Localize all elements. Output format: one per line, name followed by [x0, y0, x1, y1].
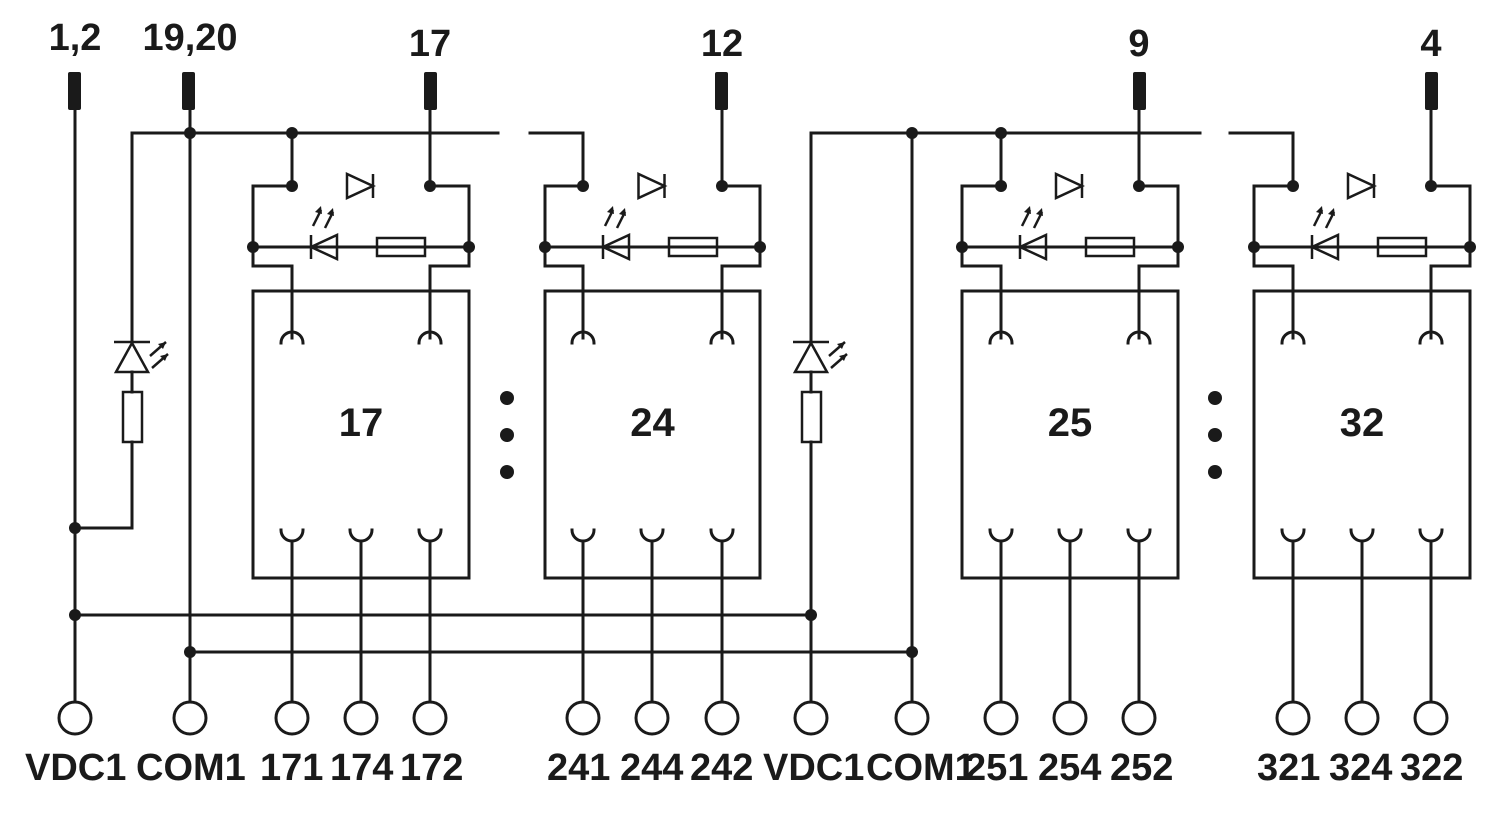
terminal-screw: [565, 700, 601, 736]
resistor: [667, 236, 719, 258]
resistor-middle: [800, 390, 823, 444]
terminal-label-244: 244: [620, 747, 683, 789]
resistor: [1376, 236, 1428, 258]
top-connectors: [68, 72, 1438, 110]
plug-connector-12: [715, 72, 728, 110]
terminal-label-324: 324: [1329, 747, 1392, 789]
ellipsis-left: [500, 391, 514, 479]
terminal-label-vdc1-middle: VDC1: [763, 747, 864, 789]
terminal-screw: [1344, 700, 1380, 736]
terminal-label-242: 242: [690, 747, 753, 789]
relay-number: 17: [339, 401, 384, 445]
terminal-label-com1-middle: COM1: [866, 747, 976, 789]
terminal-screw: [1052, 700, 1088, 736]
relay-unit: 17: [247, 172, 475, 704]
led: [600, 233, 631, 261]
led: [308, 233, 339, 261]
relay-unit: 25: [956, 172, 1184, 704]
resistor-left: [121, 390, 144, 444]
terminal-screw: [274, 700, 310, 736]
terminal-label-171: 171: [260, 747, 323, 789]
bus-wiring: [73, 108, 1433, 704]
terminal-label-321: 321: [1257, 747, 1320, 789]
diode: [637, 172, 668, 200]
relay-unit: 32: [1248, 172, 1476, 704]
plug-connector-1-2: [68, 72, 81, 110]
relay-number: 24: [630, 401, 675, 445]
terminal-screw: [894, 700, 930, 736]
terminal-label-vdc1-left: VDC1: [25, 747, 126, 789]
terminal-screw: [412, 700, 448, 736]
bottom-labels: VDC1 COM1 171 174 172 241 244 242 VDC1 C…: [25, 747, 1463, 789]
diode: [345, 172, 376, 200]
terminal-screw: [983, 700, 1019, 736]
terminal-screw: [343, 700, 379, 736]
terminal-label-251: 251: [965, 747, 1028, 789]
top-label-4: 4: [1420, 23, 1441, 65]
bottom-terminals: [57, 700, 1449, 736]
terminal-screw: [1413, 700, 1449, 736]
terminal-label-174: 174: [330, 747, 393, 789]
terminal-screw: [172, 700, 208, 736]
top-labels: 1,2 19,20 17 12 9 4: [49, 17, 1442, 65]
resistor: [375, 236, 427, 258]
diode: [1054, 172, 1085, 200]
terminal-label-322: 322: [1400, 747, 1463, 789]
bus-junction-dots: [69, 127, 1007, 658]
ellipsis-right: [1208, 391, 1222, 479]
plug-connector-9: [1133, 72, 1146, 110]
relay-unit: 24: [539, 172, 766, 704]
top-label-17: 17: [409, 23, 451, 65]
plug-connector-17: [424, 72, 437, 110]
relay-number: 25: [1048, 401, 1093, 445]
terminal-screw: [634, 700, 670, 736]
plug-connector-4: [1425, 72, 1438, 110]
top-label-1-2: 1,2: [49, 17, 102, 59]
relay-number: 32: [1340, 401, 1385, 445]
led: [1309, 233, 1340, 261]
terminal-label-172: 172: [400, 747, 463, 789]
terminal-screw: [793, 700, 829, 736]
top-label-19-20: 19,20: [142, 17, 237, 59]
terminal-label-241: 241: [547, 747, 610, 789]
supply-led-left: [113, 340, 169, 444]
terminal-label-254: 254: [1038, 747, 1101, 789]
relay-units: 17 24 25 32: [247, 172, 1476, 704]
terminal-screw: [1121, 700, 1157, 736]
terminal-label-com1-left: COM1: [136, 747, 246, 789]
terminal-screw: [1275, 700, 1311, 736]
led: [1017, 233, 1048, 261]
top-label-12: 12: [701, 23, 743, 65]
resistor: [1084, 236, 1136, 258]
top-label-9: 9: [1128, 23, 1149, 65]
terminal-screw: [57, 700, 93, 736]
plug-connector-19-20: [182, 72, 195, 110]
terminal-label-252: 252: [1110, 747, 1173, 789]
supply-led-middle: [792, 340, 848, 444]
diode: [1346, 172, 1377, 200]
terminal-screw: [704, 700, 740, 736]
